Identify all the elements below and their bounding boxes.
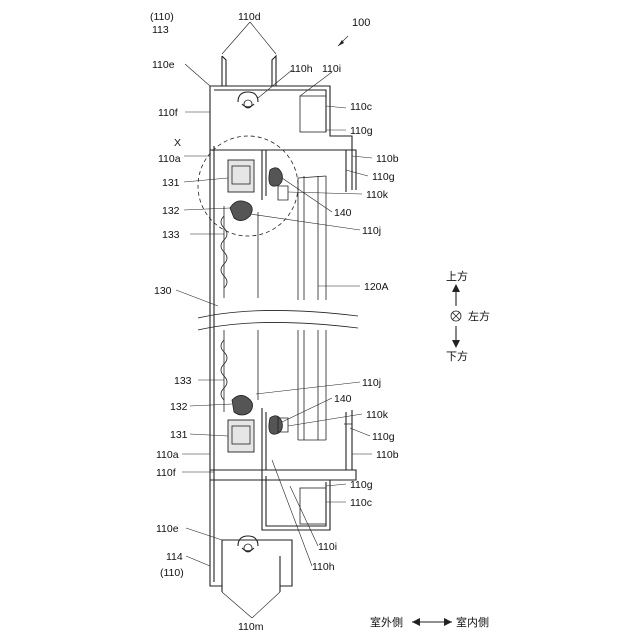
label-110h-top: 110h bbox=[290, 63, 313, 75]
label-133-bot: 133 bbox=[174, 375, 192, 387]
label-110g-top1: 110g bbox=[350, 125, 373, 137]
compass-left-label: 左方 bbox=[468, 309, 490, 323]
label-110c-bot: 110c bbox=[350, 497, 372, 509]
label-110a-bot: 110a bbox=[156, 449, 179, 461]
label-110j-bot: 110j bbox=[362, 377, 381, 389]
indoor-side-label: 室内側 bbox=[456, 615, 489, 629]
label-110b-top: 110b bbox=[376, 153, 399, 165]
label-110h-bot: 110h bbox=[312, 561, 335, 573]
label-110g-top2: 110g bbox=[372, 171, 395, 183]
label-110-bot: (110) bbox=[160, 567, 184, 579]
label-110-top: (110) bbox=[150, 11, 174, 23]
label-130: 130 bbox=[154, 285, 172, 297]
label-110b-bot: 110b bbox=[376, 449, 399, 461]
leader-lines bbox=[176, 22, 372, 618]
outdoor-side-label: 室外側 bbox=[370, 615, 403, 629]
label-x: X bbox=[174, 137, 181, 149]
label-110f-bot: 110f bbox=[156, 467, 176, 479]
label-110a-top: 110a bbox=[158, 153, 181, 165]
compass-down-label: 下方 bbox=[446, 349, 468, 363]
label-ref-100: 100 bbox=[352, 17, 370, 29]
compass-indicator: 上方 左方 下方 bbox=[446, 269, 490, 363]
label-131-bot: 131 bbox=[170, 429, 188, 441]
bottom-glazing-detail bbox=[221, 330, 352, 452]
label-120a: 120A bbox=[364, 281, 389, 293]
ref-100-arrow bbox=[338, 36, 348, 46]
label-110g-bot1: 110g bbox=[372, 431, 395, 443]
label-140-top: 140 bbox=[334, 207, 352, 219]
label-113: 113 bbox=[152, 24, 169, 36]
label-110d: 110d bbox=[238, 11, 261, 23]
label-110j-top: 110j bbox=[362, 225, 381, 237]
label-110g-bot2: 110g bbox=[350, 479, 373, 491]
label-110i-top: 110i bbox=[322, 63, 341, 75]
label-110k-bot: 110k bbox=[366, 409, 389, 421]
label-131-top: 131 bbox=[162, 177, 180, 189]
label-110i-bot: 110i bbox=[318, 541, 337, 553]
label-110c-top: 110c bbox=[350, 101, 372, 113]
label-132-bot: 132 bbox=[170, 401, 188, 413]
label-110e-top: 110e bbox=[152, 59, 175, 71]
label-110f-top: 110f bbox=[158, 107, 178, 119]
sill-frame-114 bbox=[210, 470, 330, 592]
direction-indicator: 室外側 室内側 bbox=[370, 615, 489, 629]
label-140-bot: 140 bbox=[334, 393, 352, 405]
label-110m: 110m bbox=[238, 621, 264, 633]
label-110k-top: 110k bbox=[366, 189, 389, 201]
label-114: 114 bbox=[166, 551, 183, 563]
compass-up-label: 上方 bbox=[446, 269, 468, 283]
label-133-top: 133 bbox=[162, 229, 180, 241]
glass-break-line bbox=[198, 310, 358, 330]
label-110e-bot: 110e bbox=[156, 523, 179, 535]
label-132-top: 132 bbox=[162, 205, 180, 217]
